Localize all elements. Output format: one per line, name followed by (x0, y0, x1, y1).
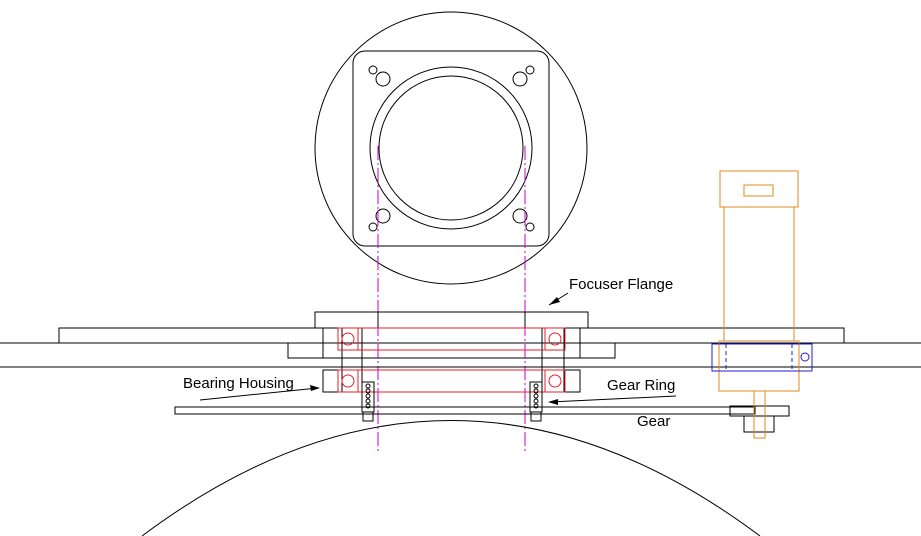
flange-bore-inner (378, 75, 524, 221)
mounting-hole (375, 71, 391, 87)
bearings (337, 327, 566, 393)
mounting-hole (512, 208, 528, 224)
motor-lower (718, 340, 800, 392)
callout-leaders (199, 292, 677, 405)
gear-ring-arrowhead (548, 399, 558, 405)
top-view (314, 11, 588, 285)
mounting-hole (368, 222, 378, 232)
square-flange-outline (352, 50, 550, 247)
gear-ring-leader (549, 395, 677, 403)
bearing-ball (341, 332, 355, 346)
gear-shaft-collar (743, 415, 775, 433)
tube-outer-circle (314, 11, 588, 285)
bearing-ball (548, 332, 562, 346)
mounting-hole (525, 222, 535, 232)
flange-bore-outer (369, 66, 533, 230)
label-gear-ring: Gear Ring (607, 377, 675, 394)
mounting-hole (525, 65, 535, 75)
motor-label-plate (743, 184, 774, 197)
motor-body-top (719, 170, 799, 208)
centerlines (377, 146, 526, 452)
gear-plate (174, 406, 756, 415)
section-view (0, 311, 921, 433)
gear-ring-hub (530, 411, 542, 422)
bearing-right-lower (544, 369, 566, 393)
bearing-right-upper (544, 327, 566, 351)
gear-teeth-pattern (365, 383, 539, 409)
gear-ring-teeth (361, 381, 543, 422)
label-bearing-housing: Bearing Housing (183, 375, 294, 392)
mounting-holes (368, 65, 535, 232)
gear-ring-hub (362, 411, 374, 422)
bearing-housing-upper (287, 342, 616, 359)
mounting-hole (368, 65, 378, 75)
motor-body (723, 206, 795, 342)
motor (711, 170, 813, 439)
focuser-flange-arrowhead (549, 297, 560, 305)
motor-mount-hole (800, 352, 810, 362)
bearing-ball (548, 374, 562, 388)
bearing-left-upper (337, 327, 359, 351)
mounting-hole (512, 71, 528, 87)
mounting-hole (375, 208, 391, 224)
focuser-flange (314, 311, 589, 329)
motor-mount (711, 343, 813, 372)
bearing-housing-leader (199, 387, 319, 401)
lower-tube-arc (141, 420, 761, 536)
bearing-left-lower (337, 369, 359, 393)
label-gear: Gear (637, 413, 670, 430)
label-focuser-flange: Focuser Flange (569, 276, 673, 293)
bearing-ball (341, 374, 355, 388)
bearing-housing-arrowhead (310, 385, 320, 391)
motor-shaft (753, 390, 766, 439)
